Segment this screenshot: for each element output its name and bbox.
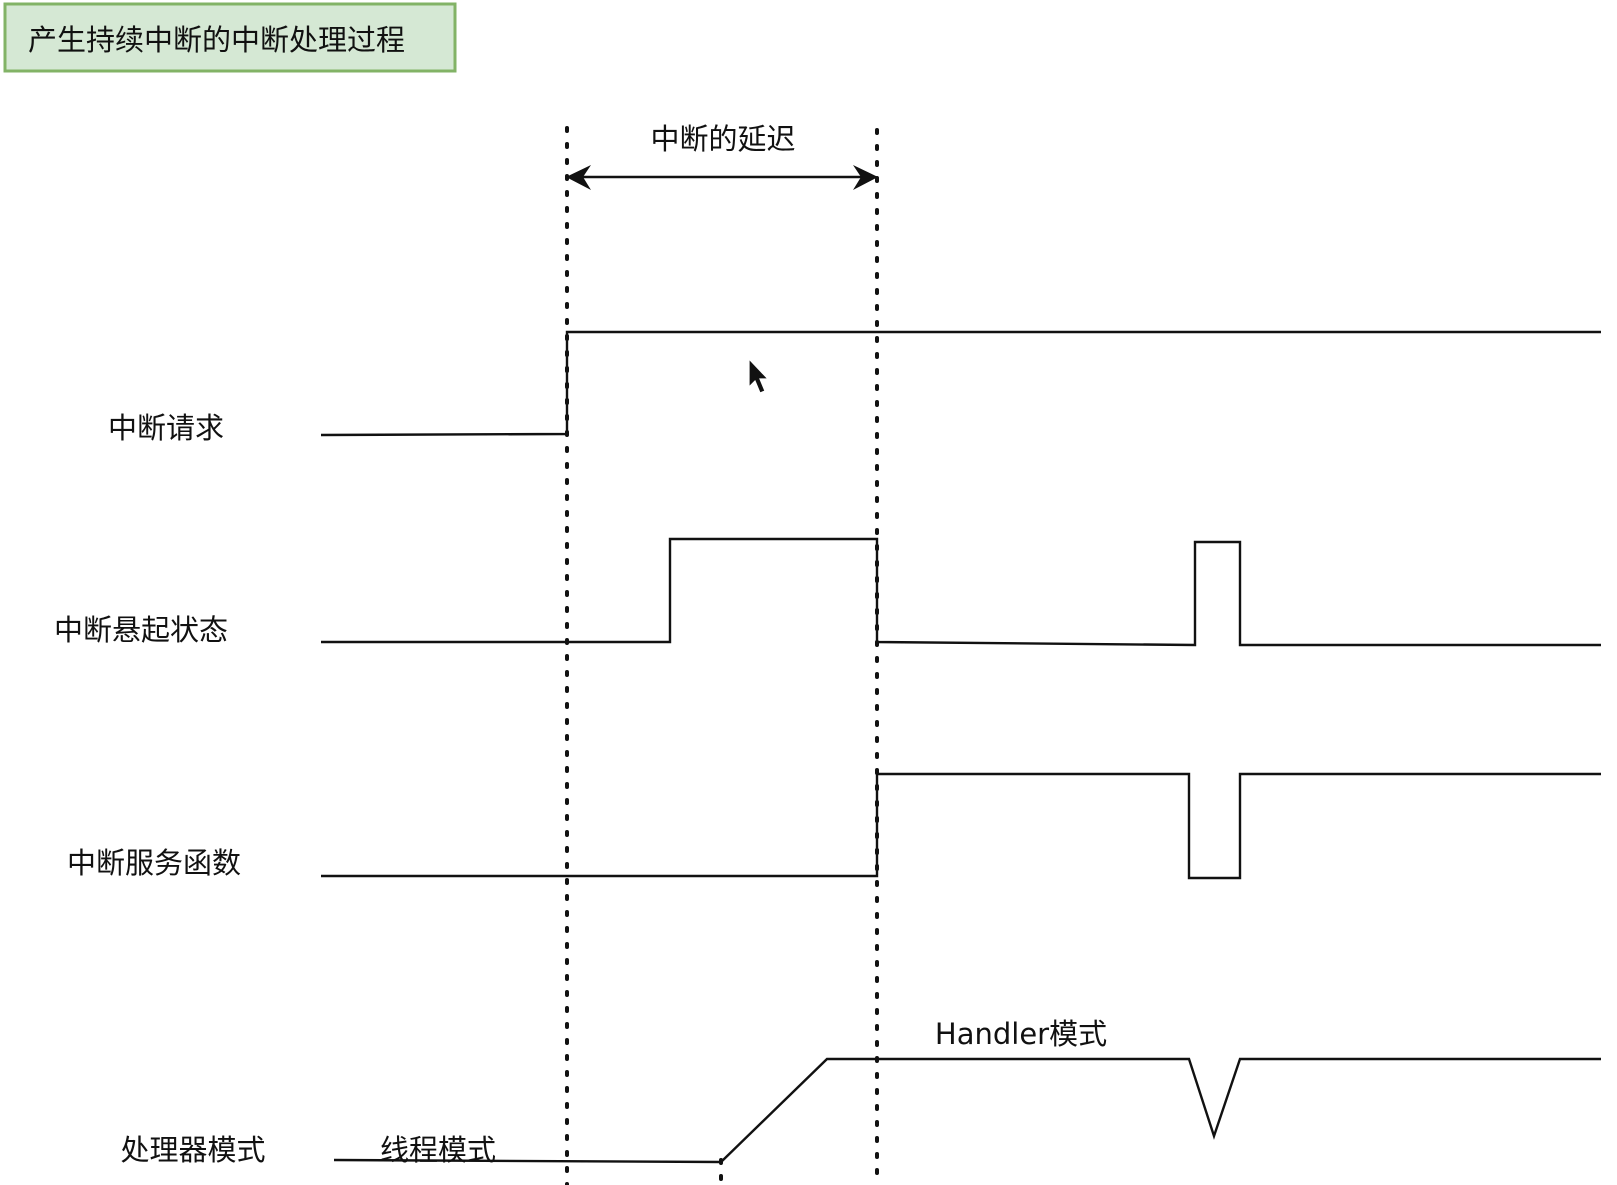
latency-arrow-right-head <box>853 165 878 190</box>
latency-label: 中断的延迟 <box>650 122 795 156</box>
mouse-cursor-icon <box>748 357 770 394</box>
waveform-pending-state <box>321 537 1601 647</box>
title-box-background <box>3 2 457 73</box>
latency-arrow-left-head <box>566 165 591 190</box>
thread-mode-label: 线程模式 <box>380 1133 496 1167</box>
row-label-interrupt-request: 中断请求 <box>108 411 224 445</box>
handler-mode-label: Handler模式 <box>935 1017 1107 1051</box>
waveform-service-routine <box>321 772 1601 880</box>
waveform-processor-mode <box>333 1057 1601 1164</box>
title-box: 产生持续中断的中断处理过程 <box>3 2 457 73</box>
row-label-processor-mode: 处理器模式 <box>120 1133 265 1167</box>
waveform-interrupt-request <box>320 330 1601 437</box>
row-label-service-routine: 中断服务函数 <box>67 846 241 880</box>
row-label-pending-state: 中断悬起状态 <box>54 613 228 647</box>
diagram-title: 产生持续中断的中断处理过程 <box>28 23 405 57</box>
latency-arrow: 中断的延迟 <box>566 122 878 190</box>
